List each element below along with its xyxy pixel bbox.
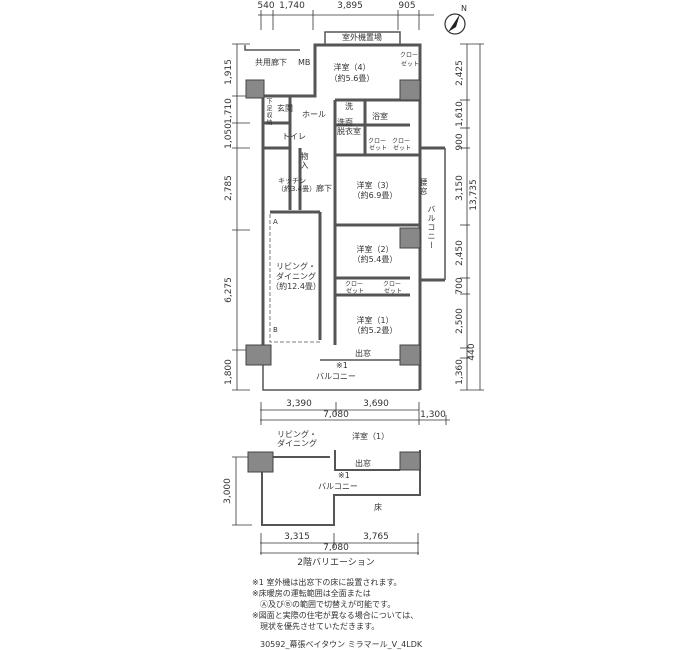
label-mb: MB	[298, 58, 311, 67]
dim-left-3: 2,785	[224, 175, 234, 201]
variation-dim-1: 3,765	[363, 532, 389, 542]
variation-bedroom1: 洋室（1）	[352, 432, 390, 441]
label-shoe-storage: 下足収納	[265, 98, 272, 126]
label-entrance: 玄関	[277, 104, 293, 113]
label-living-1: リビング・	[276, 262, 316, 271]
dim-bottom-total: 7,080	[323, 410, 349, 420]
dim-bottom-0: 3,390	[286, 399, 312, 409]
label-washroom-1: 洗面	[337, 118, 353, 127]
dim-left-0: 1,915	[224, 59, 234, 85]
label-closet-w1b: ゼット	[369, 145, 388, 152]
label-bay-window-side: 腰窓	[419, 178, 428, 196]
label-closet-4a: クロー	[400, 52, 419, 59]
label-outdoor-unit: 室外機置場	[342, 33, 382, 42]
dim-top-1: 1,740	[279, 1, 305, 11]
label-closet-4b: ゼット	[401, 61, 420, 68]
dim-right-6: 2,500	[455, 308, 465, 334]
label-closet-w1a: クロー	[368, 138, 387, 145]
label-closet-b1b: ゼット	[346, 288, 365, 295]
note-3: Ⓐ及びⒷの範囲で切替えが可能です。	[252, 600, 396, 609]
label-bath: 浴室	[372, 112, 388, 121]
label-living-size: （約12.4畳）	[271, 282, 321, 291]
variation-balcony: バルコニー	[318, 482, 358, 491]
label-living-2: ダイニング	[276, 272, 316, 281]
dim-top-2: 3,895	[337, 1, 363, 11]
dim-right-5: 700	[455, 277, 465, 295]
label-bedroom1-size: （約5.2畳）	[352, 326, 398, 335]
variation-total: 7,080	[323, 543, 349, 553]
footer-caption: 30592_幕張ベイタウン ミラマール_V_4LDK	[260, 640, 423, 649]
note-5: 現状を優先させていただきます。	[252, 622, 380, 631]
label-closet-w2b: ゼット	[393, 145, 412, 152]
variation-living-2: ダイニング	[277, 439, 317, 448]
label-kitchen-size: （約3.4畳）	[277, 185, 317, 193]
label-bedroom2: 洋室（2）	[356, 245, 394, 254]
label-bedroom2-size: （約5.4畳）	[352, 255, 398, 264]
dim-right-4: 2,450	[455, 240, 465, 266]
dim-right-3: 3,150	[455, 175, 465, 201]
compass-icon	[444, 13, 466, 35]
label-bedroom4-size: （約5.6畳）	[329, 74, 375, 83]
note-2: ※床暖房の運転範囲は全面または	[252, 589, 371, 598]
compass-north-label: N	[461, 4, 467, 13]
label-kitchen: キッチン	[278, 177, 306, 185]
note-1: ※1 室外機は出窓下の床に設置されます。	[252, 578, 402, 587]
variation-living-1: リビング・	[277, 430, 317, 439]
note-4: ※図面と実際の住宅が異なる場合については、	[252, 611, 419, 620]
dim-right-0: 2,425	[455, 60, 465, 86]
dim-bottom-1: 3,690	[363, 399, 389, 409]
dim-right-1: 1,610	[455, 101, 465, 127]
label-bedroom1: 洋室（1）	[356, 316, 394, 325]
dim-right-total: 13,735	[469, 179, 479, 211]
variation-dim-0: 3,315	[284, 532, 310, 542]
dim-right-8: 1,360	[455, 359, 465, 385]
label-closet-b2b: ゼット	[384, 288, 403, 295]
label-toilet: トイレ	[282, 132, 306, 141]
dim-left-5: 1,800	[224, 359, 234, 385]
label-bedroom3: 洋室（3）	[356, 181, 394, 190]
variation-bay-window: 出窓	[355, 459, 371, 468]
label-bedroom4: 洋室（4）	[333, 63, 371, 72]
dim-bottom-extra: 1,300	[420, 410, 446, 420]
dim-top-0: 540	[257, 1, 275, 11]
marker-a: A	[273, 218, 278, 226]
label-balcony-side: バルコニー	[427, 205, 436, 250]
dim-left-2: 1,050	[224, 123, 234, 149]
marker-b: B	[273, 326, 278, 334]
dim-right-7: 440	[467, 343, 477, 361]
label-closet-w2a: クロー	[392, 138, 411, 145]
variation-height-dim: 3,000	[223, 478, 233, 504]
label-closet-b2a: クロー	[383, 281, 402, 288]
label-closet-b1a: クロー	[345, 281, 364, 288]
label-bay-window: 出窓	[355, 349, 371, 358]
label-note-mark: ※1	[336, 361, 348, 370]
label-bedroom3-size: （約6.9畳）	[352, 191, 398, 200]
label-storage: 物入	[300, 152, 309, 170]
label-washer: 洗	[345, 102, 353, 111]
variation-note-mark: ※1	[338, 471, 350, 480]
dim-left-1: 1,710	[224, 98, 234, 124]
label-balcony: バルコニー	[316, 372, 356, 381]
dim-left-4: 6,275	[224, 277, 234, 303]
label-common-corridor: 共用廊下	[255, 58, 287, 67]
dim-top-3: 905	[398, 1, 416, 11]
label-corridor: 廊下	[316, 184, 332, 193]
label-hall: ホール	[302, 110, 326, 119]
variation-floor: 床	[374, 503, 382, 512]
label-washroom-2: 脱衣室	[337, 127, 361, 136]
dim-right-2: 900	[455, 133, 465, 151]
variation-caption: 2階バリエーション	[297, 558, 375, 568]
